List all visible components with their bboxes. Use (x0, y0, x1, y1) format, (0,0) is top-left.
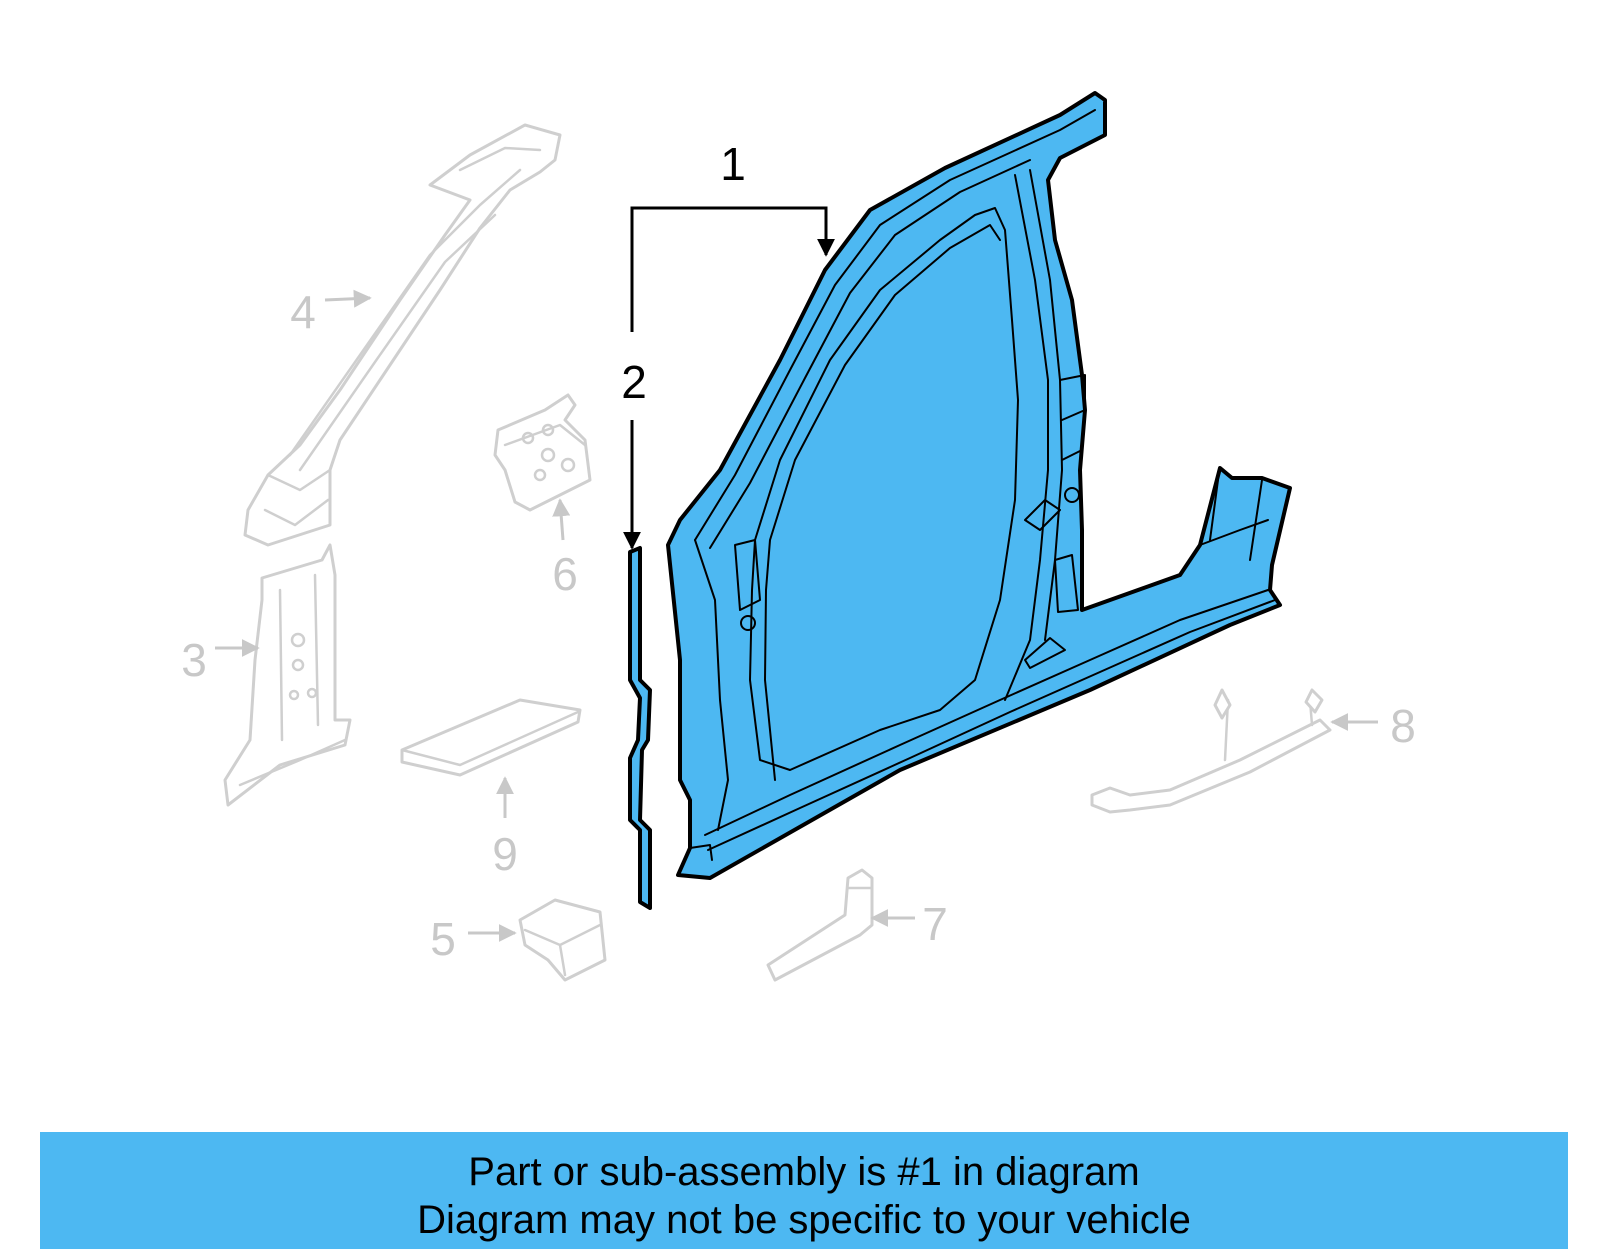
part-3-pillar-inner (223, 543, 352, 807)
leader-6 (552, 498, 571, 541)
part-4-pillar-reinforcement (243, 123, 562, 547)
callout-8: 8 (1390, 700, 1416, 752)
part-7-bracket (766, 868, 874, 982)
footer-banner: Part or sub-assembly is #1 in diagram Di… (40, 1132, 1568, 1249)
part-8-bracket (1090, 688, 1332, 814)
callout-5: 5 (430, 913, 456, 965)
callout-labels: 1 2 3 4 5 6 7 8 9 (181, 138, 1416, 965)
leader-lines (215, 206, 1378, 942)
callout-2: 2 (621, 356, 647, 408)
callout-9: 9 (492, 828, 518, 880)
part-1-side-panel (666, 91, 1292, 880)
callout-1: 1 (720, 138, 746, 190)
callout-3: 3 (181, 634, 207, 686)
footer-line-1: Part or sub-assembly is #1 in diagram (468, 1150, 1140, 1194)
part-6-bracket (493, 393, 592, 512)
part-9-plate (400, 698, 582, 777)
part-5-bracket (518, 898, 607, 982)
part-2-seal-strip (628, 546, 652, 910)
bracket-leader-1-2 (630, 206, 835, 332)
callout-7: 7 (922, 898, 948, 950)
callout-6: 6 (552, 548, 578, 600)
footer-line-2: Diagram may not be specific to your vehi… (417, 1198, 1191, 1242)
callout-4: 4 (290, 286, 316, 338)
leader-4 (324, 289, 372, 308)
